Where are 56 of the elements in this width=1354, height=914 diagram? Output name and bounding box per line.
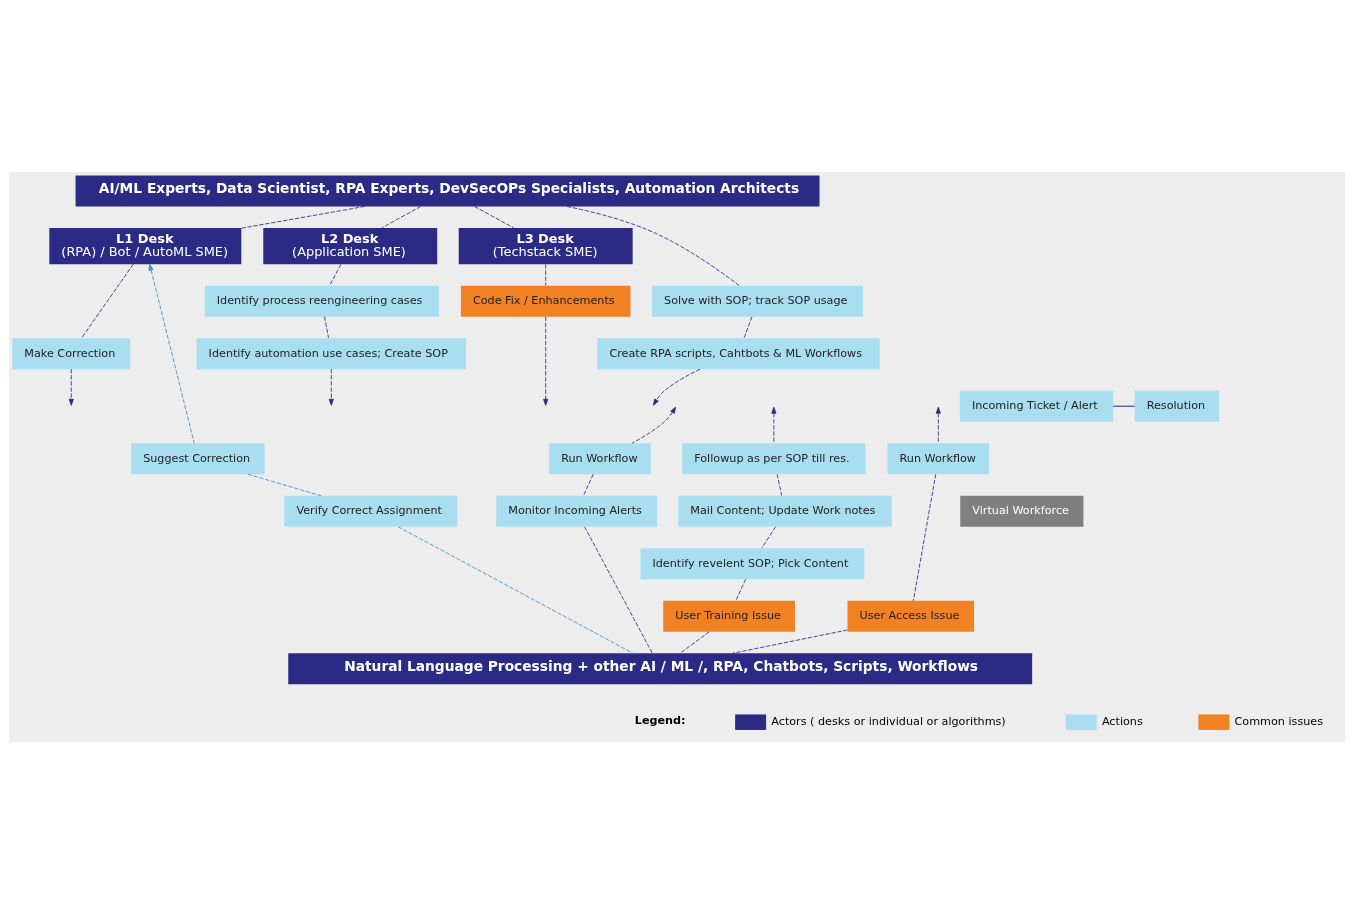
connector xyxy=(81,263,134,339)
arrow xyxy=(652,368,701,406)
node-box: Virtual Workforce xyxy=(960,495,1084,527)
node-box: Run Workflow xyxy=(887,443,990,475)
node-box: Monitor Incoming Alerts xyxy=(496,495,658,527)
legend-label: Actors ( desks or individual or algorithms) xyxy=(771,715,1006,729)
node-box: Identify revelent SOP; Pick Content xyxy=(640,548,865,580)
node-box: Suggest Correction xyxy=(131,443,265,475)
connector xyxy=(776,473,783,496)
node-box: Code Fix / Enhancements xyxy=(460,285,631,317)
connector xyxy=(912,473,937,602)
connector xyxy=(324,316,329,339)
arrow xyxy=(328,368,334,406)
connector xyxy=(761,526,777,549)
connector xyxy=(566,206,740,287)
connector xyxy=(545,263,547,286)
connector xyxy=(474,206,515,229)
node-box: Run Workflow xyxy=(549,443,651,475)
node-box: Followup as per SOP till res. xyxy=(682,443,866,475)
arrow xyxy=(935,406,941,444)
connector xyxy=(743,316,753,339)
node-box: Identify process reengineering cases xyxy=(204,285,439,317)
node-box: AI/ML Experts, Data Scientist, RPA Experts, DevSecOPs Specialists, Automation Architects xyxy=(75,175,820,207)
connector xyxy=(735,578,747,601)
connector xyxy=(397,526,634,654)
label: Legend: xyxy=(634,714,686,728)
connector xyxy=(679,631,710,654)
node-box: User Access Issue xyxy=(847,600,975,632)
arrow xyxy=(631,406,677,444)
node-box: Create RPA scripts, Cahtbots & ML Workflows xyxy=(597,338,880,370)
connector xyxy=(241,206,365,229)
legend-label: Actions xyxy=(1101,715,1143,729)
connector xyxy=(1112,405,1136,407)
node-box: Incoming Ticket / Alert xyxy=(959,390,1114,422)
connector xyxy=(584,526,653,654)
connector xyxy=(381,206,422,229)
connector xyxy=(329,263,342,286)
arrow xyxy=(543,316,549,406)
legend-label: Common issues xyxy=(1234,715,1324,729)
node-box: Identify automation use cases; Create SOP xyxy=(196,338,467,370)
arrow xyxy=(148,263,195,444)
node-box: L1 Desk (RPA) / Bot / AutoML SME) xyxy=(49,227,242,265)
arrow xyxy=(771,406,777,444)
connector xyxy=(247,473,322,497)
connector xyxy=(732,629,848,654)
arrow xyxy=(68,368,74,406)
node-box: Verify Correct Assignment xyxy=(284,495,458,527)
node-box: Resolution xyxy=(1134,390,1219,422)
node-box: Make Correction xyxy=(12,338,131,370)
connector xyxy=(583,473,594,496)
node-box: User Training Issue xyxy=(663,600,795,632)
node-box: Solve with SOP; track SOP usage xyxy=(652,285,863,317)
node-box: L3 Desk (Techstack SME) xyxy=(458,227,633,265)
node-box: Natural Language Processing + other AI / ML /, RPA, Chatbots, Scripts, Workflows xyxy=(288,653,1033,685)
node-box: Mail Content; Update Work notes xyxy=(678,495,892,527)
node-box: L2 Desk (Application SME) xyxy=(263,227,438,265)
